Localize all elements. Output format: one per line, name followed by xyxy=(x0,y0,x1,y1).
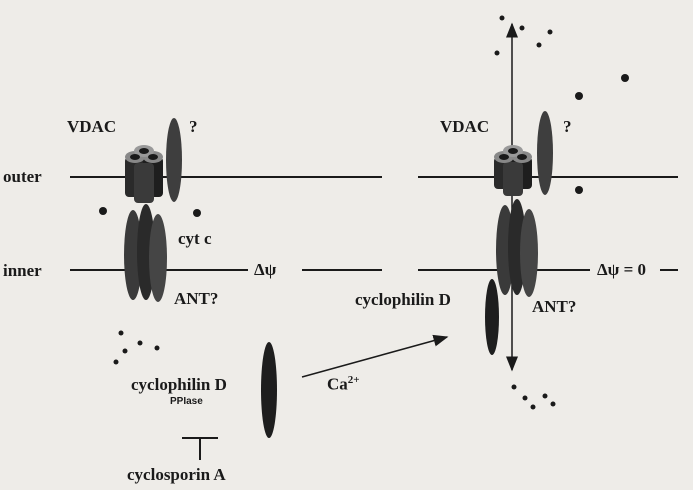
matrix-dot xyxy=(123,349,128,354)
ca-charge: 2+ xyxy=(348,374,360,386)
cyclophilin-d-free xyxy=(261,342,277,438)
matrix-dot-right xyxy=(523,396,528,401)
ca-symbol: Ca xyxy=(327,375,348,394)
cyclophilin-d-bound xyxy=(485,279,499,355)
outer-membrane-label: outer xyxy=(3,168,42,185)
inhibition-symbol xyxy=(182,438,218,460)
vdac-label-right: VDAC xyxy=(440,118,489,135)
cyt-c-dot xyxy=(193,209,201,217)
cyt-c-dot xyxy=(99,207,107,215)
matrix-dot xyxy=(155,346,160,351)
unknown-protein-right xyxy=(537,111,553,195)
ant-cluster-right xyxy=(496,199,538,297)
delta-psi-label: Δψ xyxy=(254,261,276,278)
matrix-dot xyxy=(138,341,143,346)
question-label-left: ? xyxy=(189,118,198,135)
ca-arrow xyxy=(302,337,447,377)
matrix-dot xyxy=(114,360,119,365)
released-dot xyxy=(495,51,500,56)
matrix-dot-right xyxy=(531,405,536,410)
matrix-dot-right xyxy=(551,402,556,407)
released-dot xyxy=(500,16,505,21)
vdac-label-left: VDAC xyxy=(67,118,116,135)
released-dot xyxy=(537,43,542,48)
ca2-label: Ca2+ xyxy=(327,375,360,393)
cyt-c-released-dot xyxy=(575,92,583,100)
ant-label-left: ANT? xyxy=(174,290,218,307)
cyclosporin-a-label: cyclosporin A xyxy=(127,466,226,483)
delta-psi-zero-label: Δψ = 0 xyxy=(597,261,646,278)
cyt-c-label: cyt c xyxy=(178,230,212,247)
inner-membrane-label: inner xyxy=(3,262,42,279)
cyt-c-released-dot xyxy=(575,186,583,194)
question-label-right: ? xyxy=(563,118,572,135)
unknown-protein-left xyxy=(166,118,182,202)
ant-label-right: ANT? xyxy=(532,298,576,315)
vdac-channel-left xyxy=(125,145,163,203)
matrix-dot xyxy=(119,331,124,336)
cyt-c-released-dot xyxy=(621,74,629,82)
ppiase-label: PPIase xyxy=(170,397,203,407)
cyclophilin-d-label-bottom: cyclophilin D xyxy=(131,376,227,393)
matrix-dot-right xyxy=(512,385,517,390)
released-dot xyxy=(548,30,553,35)
vdac-channel-right xyxy=(494,145,532,196)
matrix-dot-right xyxy=(543,394,548,399)
ant-cluster-left xyxy=(124,204,167,302)
released-dot xyxy=(520,26,525,31)
cyclophilin-d-label-right: cyclophilin D xyxy=(355,291,451,308)
